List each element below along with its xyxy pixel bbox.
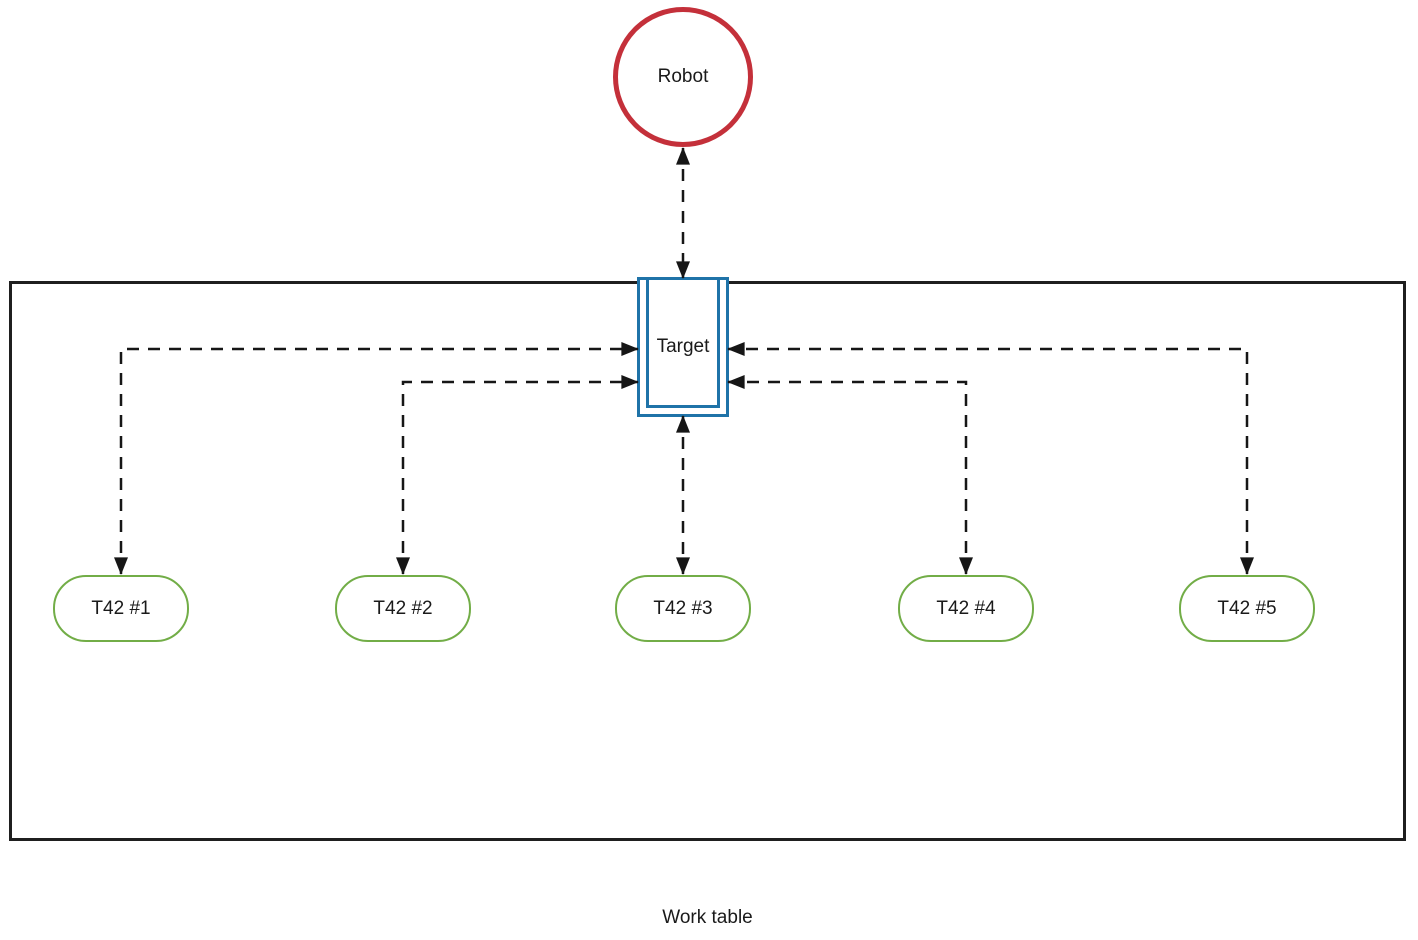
node-t42-2-label: T42 #2 <box>373 597 433 619</box>
node-target-label: Target <box>656 336 710 357</box>
node-t42-5: T42 #5 <box>1179 575 1315 642</box>
work-table-label: Work table <box>662 907 753 928</box>
node-t42-3-label: T42 #3 <box>653 597 713 619</box>
target-inner-border <box>646 280 720 408</box>
node-t42-1: T42 #1 <box>53 575 189 642</box>
node-t42-4: T42 #4 <box>898 575 1034 642</box>
node-t42-1-label: T42 #1 <box>91 597 151 619</box>
node-robot-label: Robot <box>657 66 709 87</box>
node-t42-2: T42 #2 <box>335 575 471 642</box>
node-target: Target <box>637 277 729 417</box>
node-t42-4-label: T42 #4 <box>936 597 996 619</box>
node-robot: Robot <box>613 7 753 147</box>
node-t42-3: T42 #3 <box>615 575 751 642</box>
node-t42-5-label: T42 #5 <box>1217 597 1277 619</box>
